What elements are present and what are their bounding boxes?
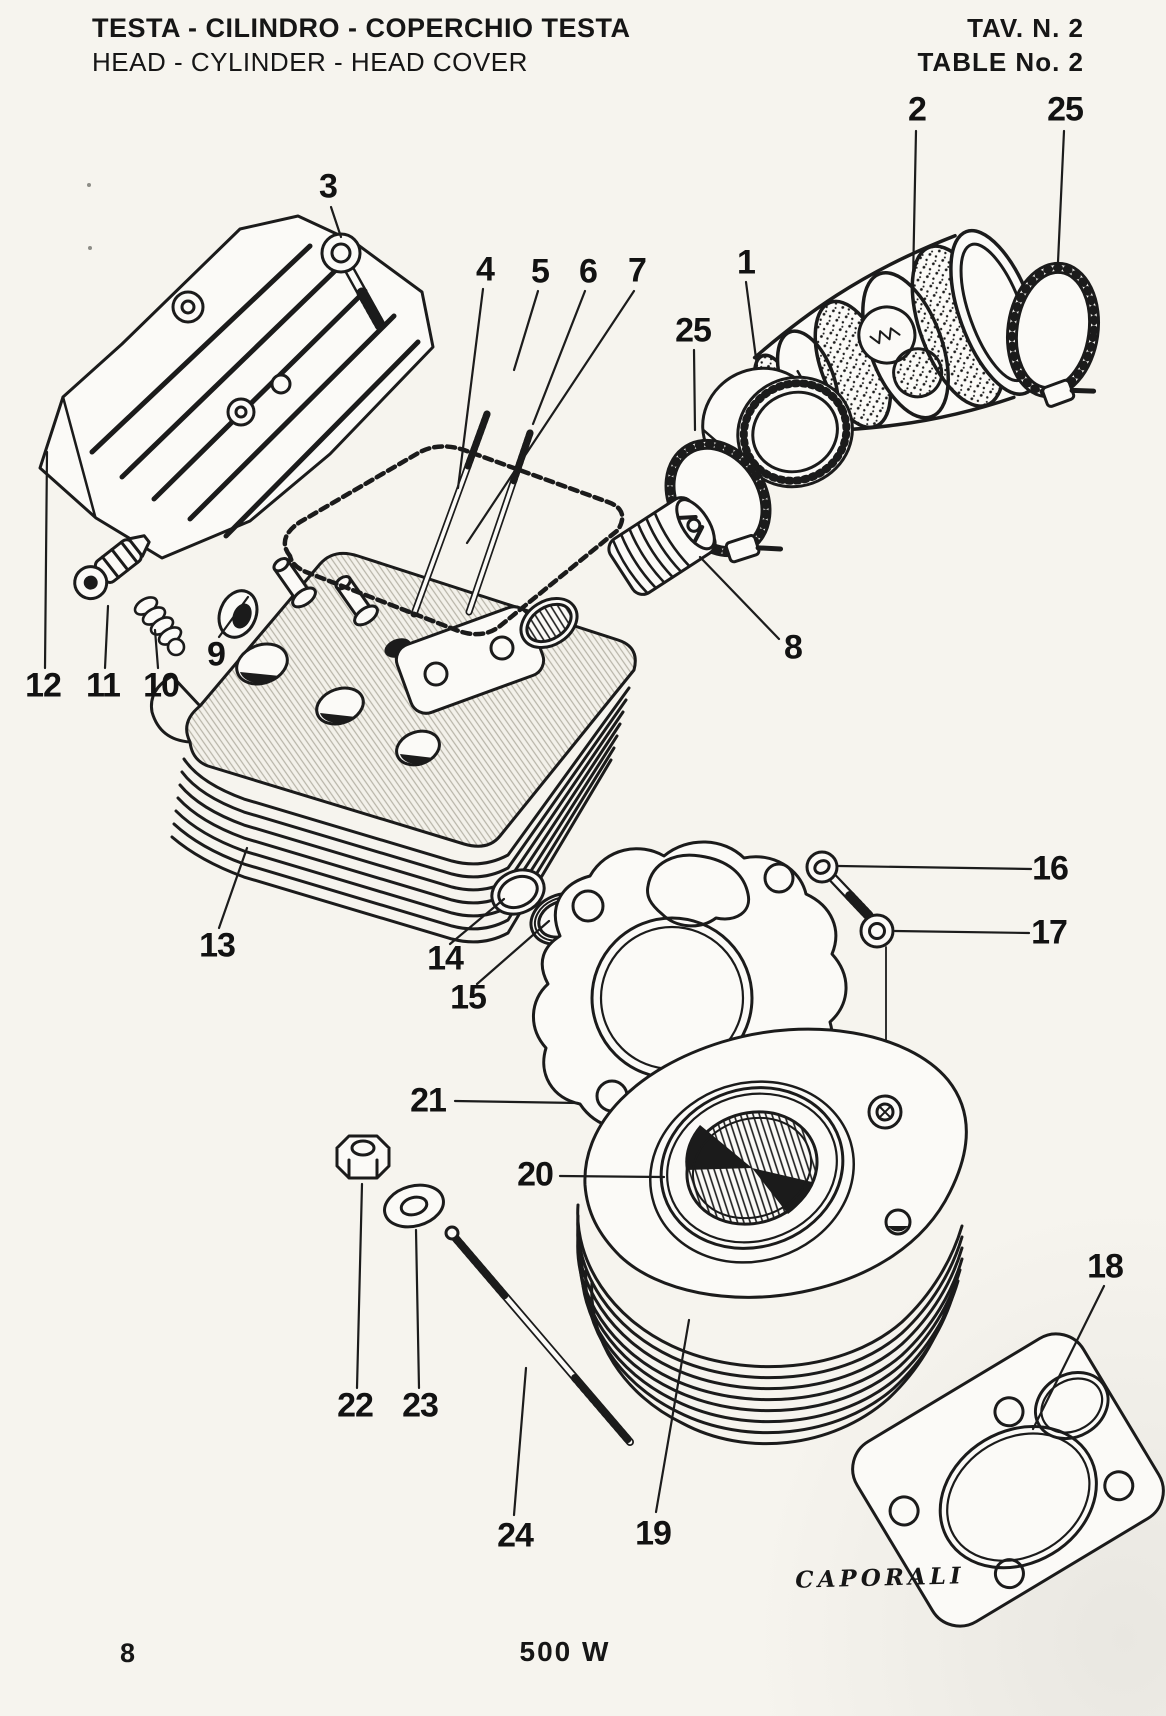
scan-artifact-dot [87, 183, 91, 187]
nut-22-illustration [335, 1134, 391, 1180]
washer-23-illustration [383, 1183, 445, 1229]
header-titles: TESTA - CILINDRO - COPERCHIO TESTA HEAD … [92, 13, 631, 78]
cylinder-illustration [576, 1027, 968, 1446]
page-number: 8 [120, 1638, 136, 1668]
head-cover-outer-illustration [38, 214, 435, 560]
table-ref-italian: TAV. N. 2 [967, 13, 1084, 43]
table-reference: TAV. N. 2 TABLE No. 2 [917, 13, 1084, 78]
model-designation: 500 W [519, 1636, 611, 1667]
table-ref-english: TABLE No. 2 [917, 47, 1084, 77]
cylinder-liner-illustration [659, 1086, 845, 1250]
long-stud-illustration [444, 1225, 634, 1446]
threaded-adapter-illustration [607, 496, 717, 596]
title-italian: TESTA - CILINDRO - COPERCHIO TESTA [92, 13, 631, 43]
adjuster-and-spring-illustration [73, 534, 186, 657]
socket-bolt-illustration [805, 850, 874, 921]
hose-clamp-right-illustration [1005, 261, 1101, 408]
title-english: HEAD - CYLINDER - HEAD COVER [92, 47, 528, 77]
cover-bolt-illustration [320, 232, 386, 331]
artist-signature: CAPORALI [794, 1562, 966, 1594]
scan-artifact-dot [88, 246, 92, 250]
